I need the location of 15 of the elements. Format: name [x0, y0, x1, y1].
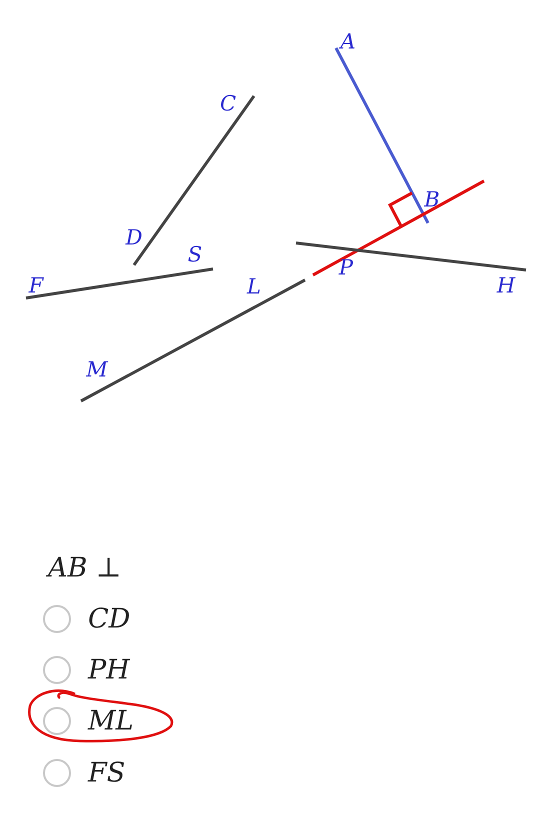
question-text: AB ⊥: [48, 554, 122, 582]
option-label: PH: [88, 656, 130, 684]
option-label: CD: [88, 606, 130, 632]
point-label: C: [220, 94, 236, 114]
point-label: L: [247, 276, 261, 298]
point-label: S: [188, 244, 202, 266]
point-label: H: [496, 276, 516, 296]
point-label: F: [28, 276, 44, 296]
point-label: B: [424, 190, 440, 210]
point-label: D: [126, 228, 142, 248]
point-label: A: [340, 32, 356, 52]
point-label: M: [86, 360, 108, 380]
point-label: P: [338, 258, 354, 278]
option-label: FS: [88, 760, 126, 786]
option-label: ML: [88, 708, 134, 734]
